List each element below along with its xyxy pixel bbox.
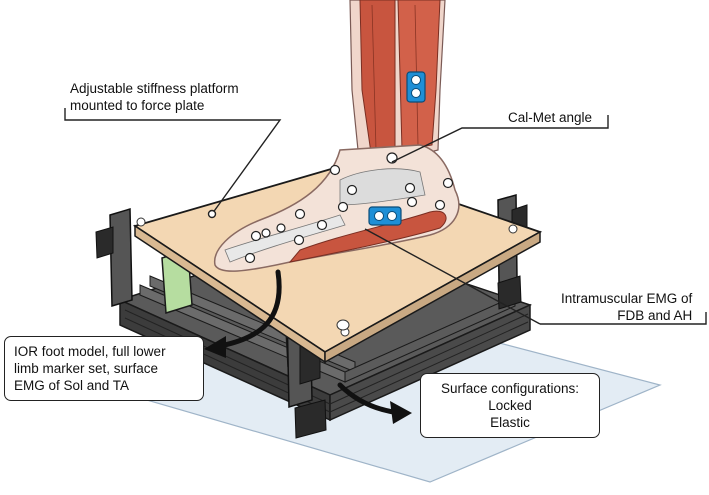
platform-label: Adjustable stiffness platform mounted to… bbox=[70, 80, 280, 114]
arrow-head-left bbox=[204, 336, 226, 358]
ior-label-line3: EMG of Sol and TA bbox=[14, 378, 130, 393]
emg-label: Intramuscular EMG of FDB and AH bbox=[561, 290, 692, 324]
surface-label-box: Surface configurations: Locked Elastic bbox=[420, 373, 600, 438]
calmet-label: Cal-Met angle bbox=[508, 109, 592, 126]
foot bbox=[214, 144, 460, 272]
emg-label-line2: FDB and AH bbox=[617, 308, 693, 323]
leader-lines bbox=[64, 108, 707, 325]
emg-label-line1: Intramuscular EMG of bbox=[561, 291, 693, 306]
surface-label-line3: Elastic bbox=[490, 415, 530, 430]
ior-label-box: IOR foot model, full lower limb marker s… bbox=[4, 336, 204, 401]
surface-label-line2: Locked bbox=[488, 398, 532, 413]
calmet-label-text: Cal-Met angle bbox=[508, 110, 593, 125]
platform-label-line1: Adjustable stiffness platform bbox=[70, 81, 239, 96]
lower-leg bbox=[349, 0, 446, 171]
platform-label-line2: mounted to force plate bbox=[70, 98, 205, 113]
reflective-markers bbox=[244, 152, 454, 264]
ior-label-line2: limb marker set, surface bbox=[14, 361, 159, 376]
arrow-head-right bbox=[390, 401, 412, 424]
ior-label-line1: IOR foot model, full lower bbox=[14, 344, 166, 359]
surface-label-line1: Surface configurations: bbox=[440, 381, 580, 396]
platform-markers bbox=[136, 217, 518, 337]
